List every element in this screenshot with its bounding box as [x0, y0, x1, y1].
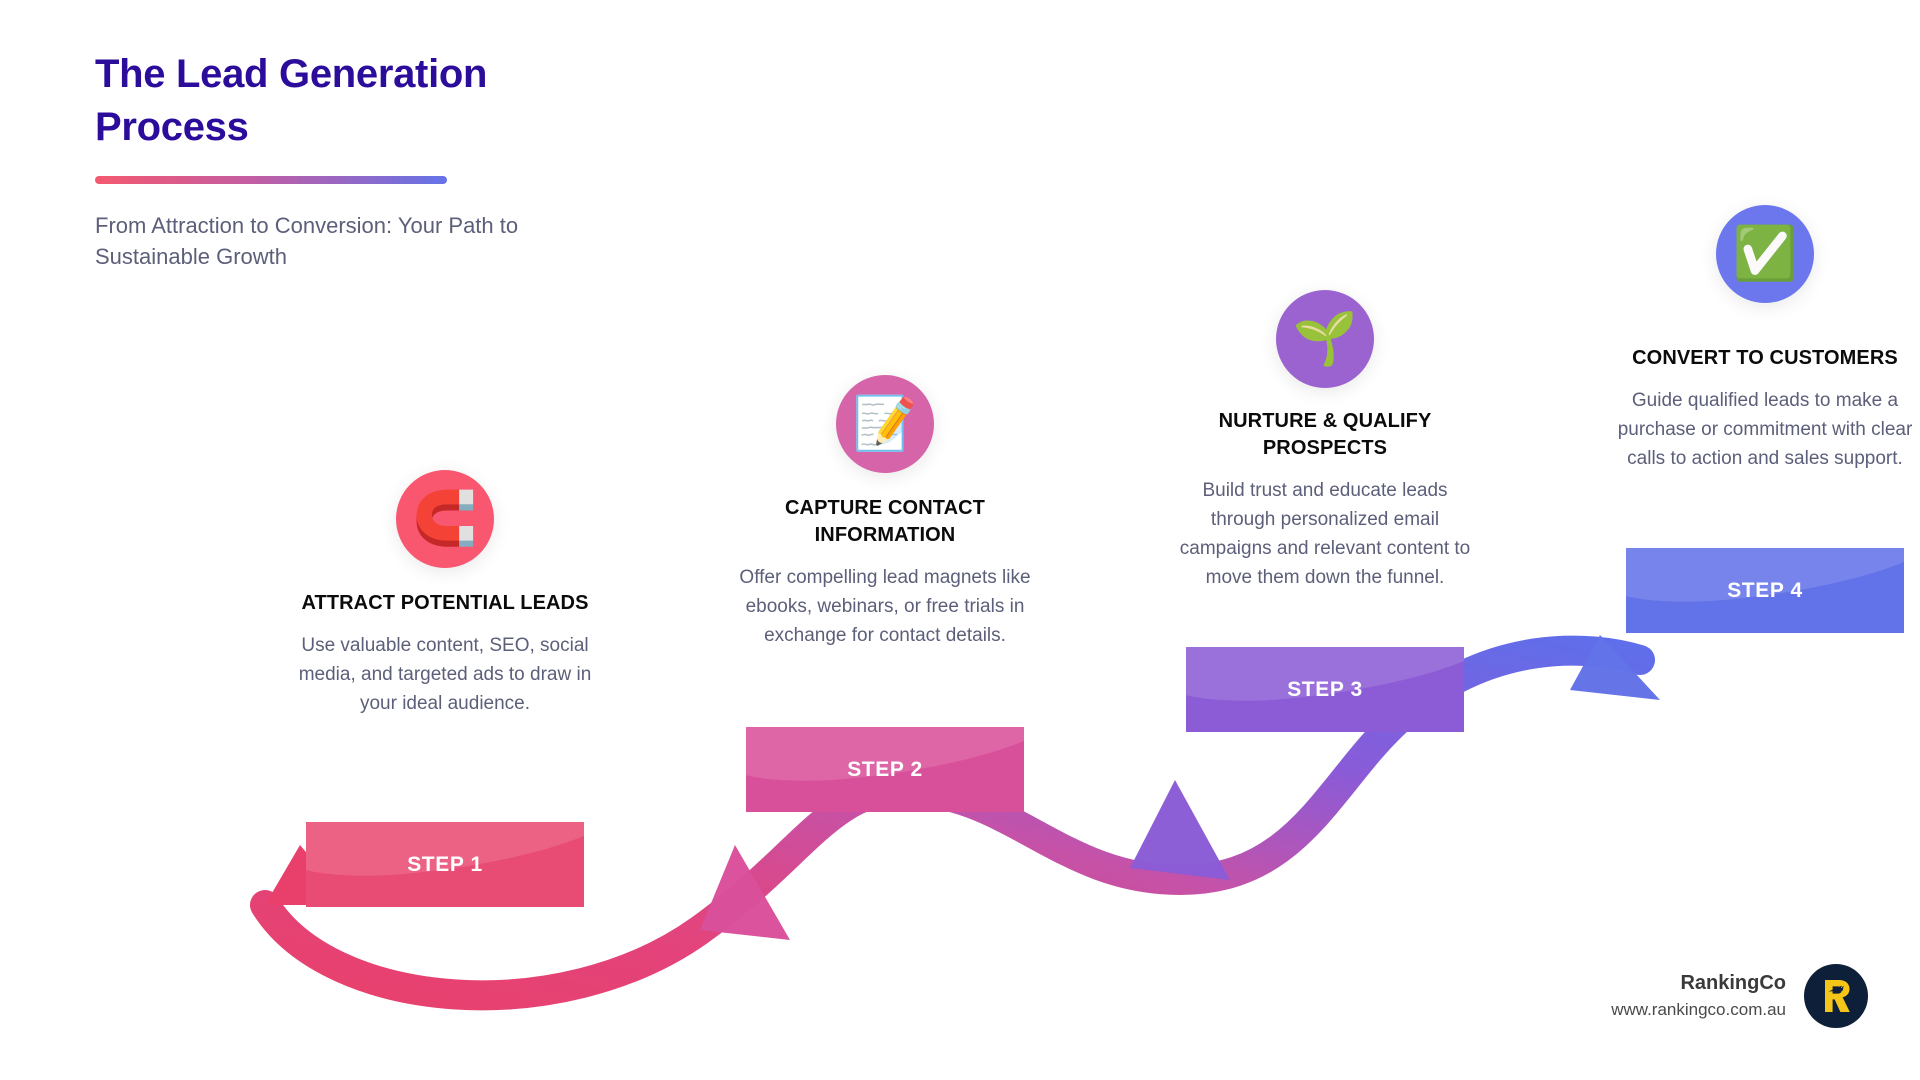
- step-3-icon-circle: 🌱: [1276, 290, 1374, 388]
- page-subtitle: From Attraction to Conversion: Your Path…: [95, 212, 519, 269]
- step-1-title: ATTRACT POTENTIAL LEADS: [301, 592, 589, 614]
- step-3-title: NURTURE & QUALIFY PROSPECTS: [1218, 410, 1432, 459]
- brand-name: RankingCo: [1680, 972, 1786, 994]
- step-3-text: NURTURE & QUALIFY PROSPECTS Build trust …: [1175, 408, 1475, 592]
- step-4-icon-circle: ✅: [1716, 205, 1814, 303]
- step-2-banner-label: STEP 2: [847, 757, 923, 781]
- rankingco-logo: [1804, 964, 1868, 1028]
- step-2-icon-circle: 📝: [836, 375, 934, 473]
- brand-url[interactable]: www.rankingco.com.au: [1611, 1000, 1786, 1019]
- step-1-text: ATTRACT POTENTIAL LEADS Use valuable con…: [295, 590, 595, 718]
- page-title: The Lead Generation Process: [95, 48, 715, 154]
- title-divider: [95, 175, 447, 184]
- check-mark-button-icon: ✅: [1732, 225, 1798, 283]
- step-4-title: CONVERT TO CUSTOMERS: [1632, 347, 1898, 369]
- step-2-title: CAPTURE CONTACT INFORMATION: [784, 497, 985, 546]
- step-1-banner-label: STEP 1: [407, 852, 483, 876]
- footer-text: RankingCo www.rankingco.com.au: [1611, 972, 1786, 1020]
- memo-icon: 📝: [852, 395, 918, 453]
- page-title-line-2: Process: [95, 104, 249, 149]
- step-4-description: Guide qualified leads to make a purchase…: [1617, 389, 1913, 469]
- step-3-banner[interactable]: STEP 3: [1186, 647, 1464, 732]
- step-1-icon-circle: 🧲: [396, 470, 494, 568]
- step-4-banner-label: STEP 4: [1727, 578, 1803, 602]
- page-title-line-1: The Lead Generation: [95, 52, 488, 96]
- step-4-text: CONVERT TO CUSTOMERS Guide qualified lea…: [1615, 345, 1915, 473]
- seedling-icon: 🌱: [1292, 310, 1358, 368]
- step-3-banner-label: STEP 3: [1287, 677, 1363, 701]
- magnet-icon: 🧲: [412, 490, 478, 548]
- step-2-description: Offer compelling lead magnets like ebook…: [739, 566, 1031, 646]
- step-1-description: Use valuable content, SEO, social media,…: [298, 634, 592, 714]
- logo-r-mark: [1825, 980, 1850, 1012]
- step-1-banner[interactable]: STEP 1: [306, 822, 584, 907]
- step-4-banner[interactable]: STEP 4: [1626, 548, 1904, 633]
- step-2-text: CAPTURE CONTACT INFORMATION Offer compel…: [735, 495, 1035, 650]
- footer-branding: RankingCo www.rankingco.com.au: [1611, 964, 1868, 1028]
- step-2-banner[interactable]: STEP 2: [746, 727, 1024, 812]
- step-3-description: Build trust and educate leads through pe…: [1179, 479, 1471, 588]
- header: The Lead Generation Process From Attract…: [95, 48, 715, 272]
